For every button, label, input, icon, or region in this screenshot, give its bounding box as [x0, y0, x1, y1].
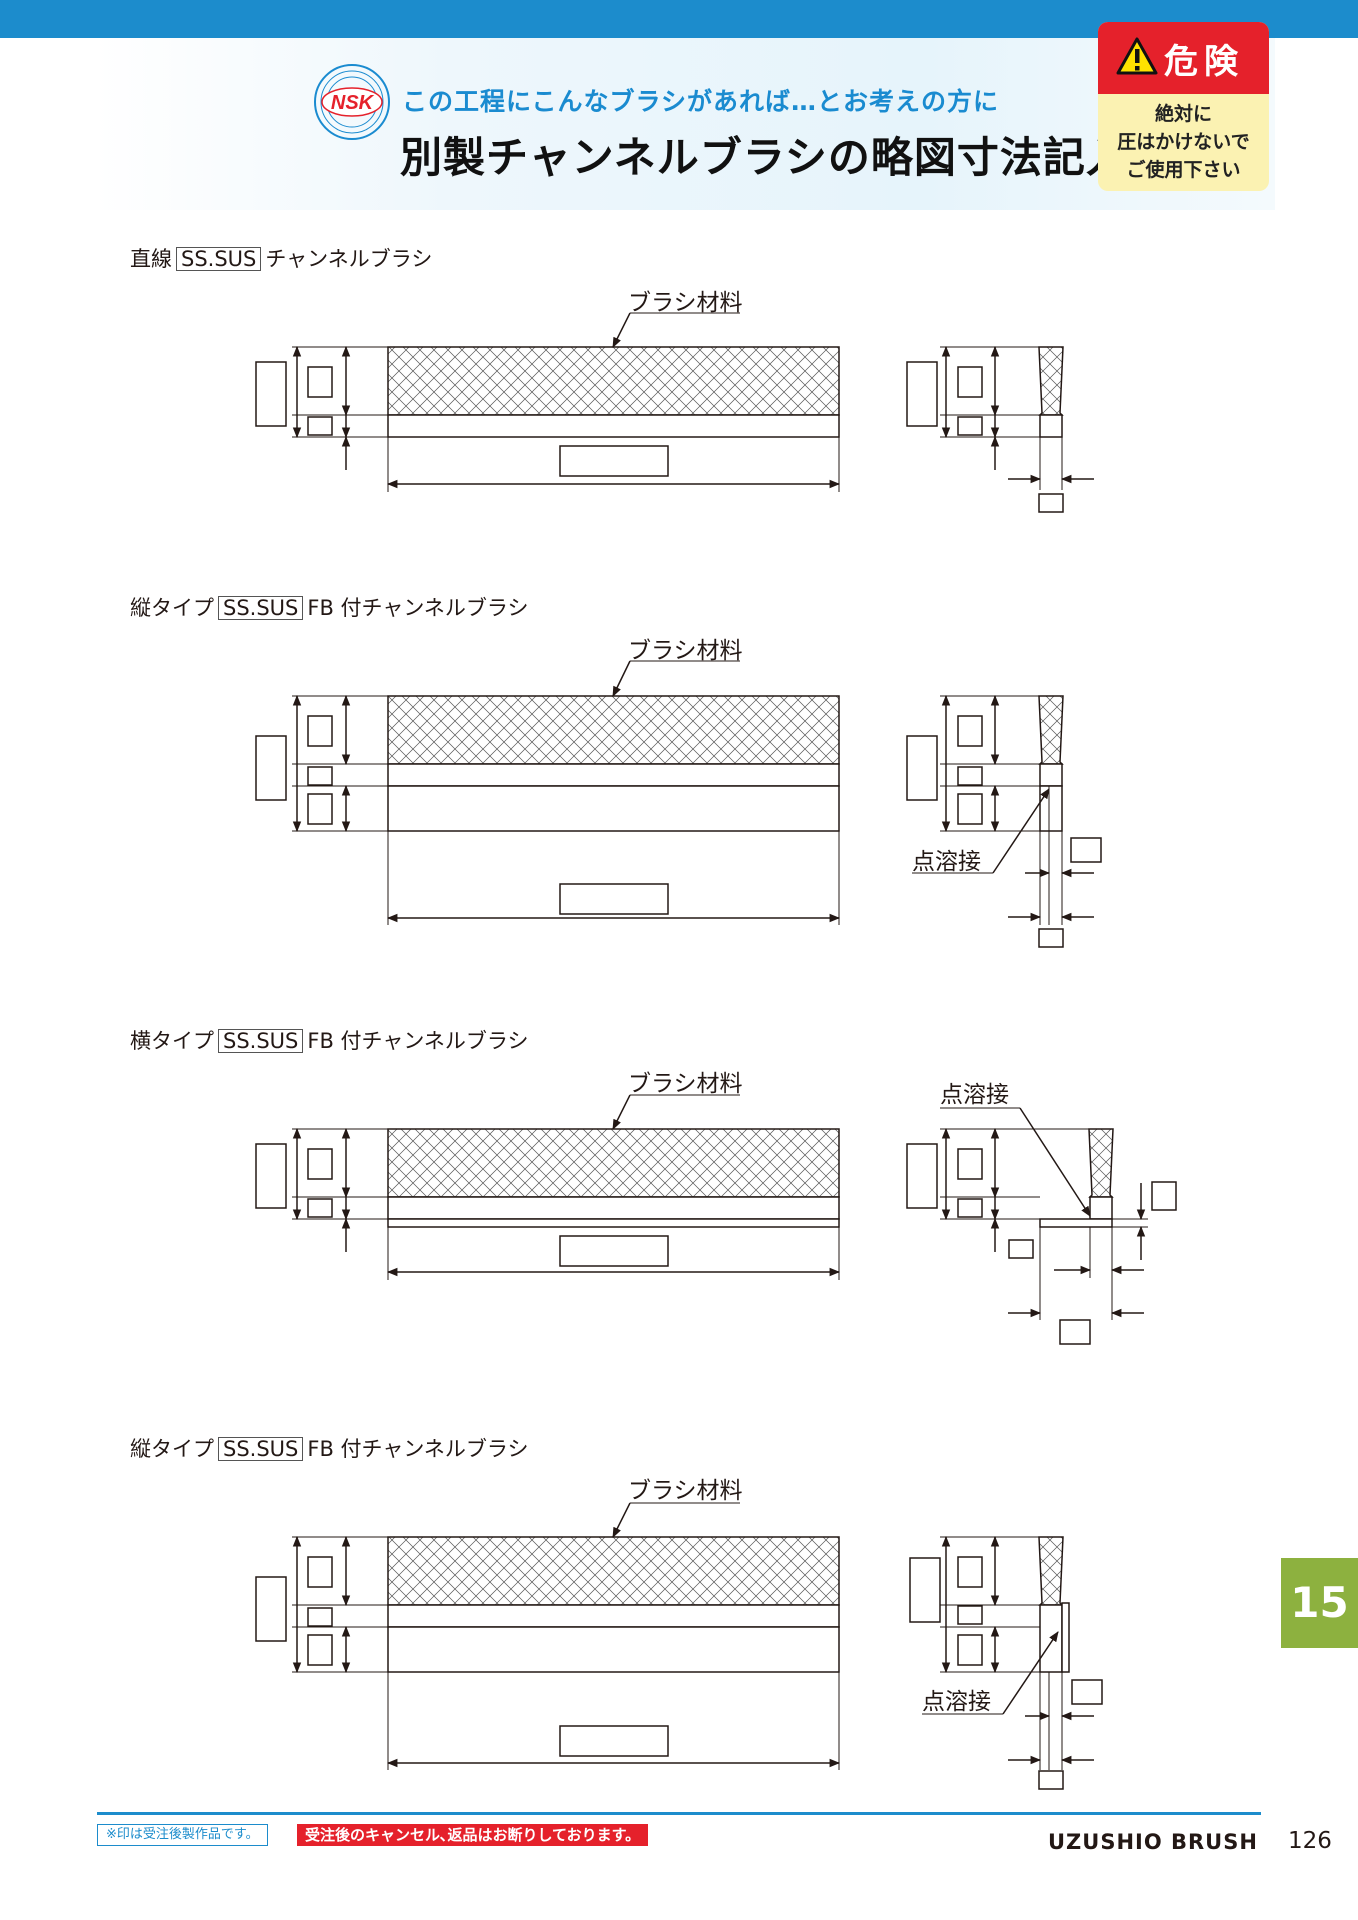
made-to-order-note: ※印は受注後製作品です。 — [97, 1824, 268, 1846]
danger-label: 危険 — [1164, 42, 1244, 82]
brush-material-label: ブラシ材料 — [628, 638, 743, 664]
danger-warning-box: 危険 絶対に 圧はかけないで ご使用下さい — [1098, 22, 1269, 191]
nsk-logo: NSK — [314, 64, 390, 140]
page-subtitle: この工程にこんなブラシがあれば…とお考えの方に — [402, 87, 1000, 116]
side-view-horizontal-fb — [906, 1107, 1177, 1345]
header-band — [95, 38, 1275, 210]
brand-name: UZUSHIO BRUSH — [1048, 1830, 1258, 1854]
warning-triangle-icon — [1116, 37, 1158, 75]
page-title: 別製チャンネルブラシの略図寸法記入欄 — [400, 133, 1172, 182]
chapter-tab: 15 — [1281, 1558, 1358, 1648]
page-number: 126 — [1288, 1828, 1332, 1854]
danger-line: ご使用下さい — [1126, 159, 1241, 181]
spot-weld-label: 点溶接 — [922, 1689, 991, 1715]
side-view-vertical-fb-2 — [909, 1535, 1103, 1790]
brush-material-label: ブラシ材料 — [628, 290, 743, 316]
front-view-straight — [255, 312, 841, 492]
nsk-logo-text: NSK — [331, 92, 375, 114]
brush-material-label: ブラシ材料 — [628, 1071, 743, 1097]
spot-weld-label: 点溶接 — [912, 849, 981, 875]
no-cancel-note: 受注後のキャンセル､返品はお断りしております。 — [297, 1824, 649, 1846]
brush-material-label: ブラシ材料 — [628, 1478, 743, 1504]
danger-line: 圧はかけないで — [1117, 131, 1250, 153]
footer-line — [97, 1812, 1261, 1815]
side-view-vertical-fb — [906, 694, 1102, 948]
front-view-vertical-fb — [255, 660, 841, 925]
spot-weld-label: 点溶接 — [940, 1082, 1009, 1108]
side-view-straight — [906, 345, 1094, 513]
danger-line: 絶対に — [1154, 103, 1212, 125]
front-view-vertical-fb-2 — [255, 1502, 841, 1770]
front-view-horizontal-fb — [255, 1094, 841, 1280]
